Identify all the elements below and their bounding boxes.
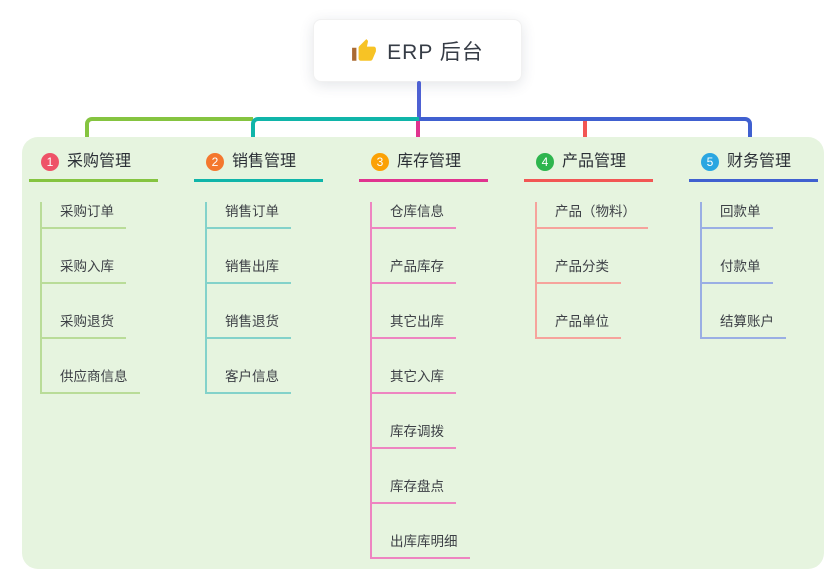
tree-node[interactable]: 出库库明细 [372, 532, 470, 559]
branch-heading-procurement[interactable]: 1 采购管理 [29, 150, 158, 182]
thumbs-up-icon [352, 38, 377, 61]
tree-node[interactable]: 供应商信息 [42, 367, 140, 394]
root-connector-line [417, 81, 421, 118]
connector-branch-2 [251, 117, 421, 144]
tree-node[interactable]: 采购退货 [42, 312, 126, 339]
branch-number-badge: 5 [701, 153, 719, 171]
branch-number-badge: 1 [41, 153, 59, 171]
branch-label: 采购管理 [67, 153, 132, 170]
tree-node[interactable]: 仓库信息 [372, 202, 456, 229]
tree-node[interactable]: 采购入库 [42, 257, 126, 284]
tree-node[interactable]: 库存盘点 [372, 477, 456, 504]
tree-node[interactable]: 销售订单 [207, 202, 291, 229]
branch-item-list: 回款单 付款单 结算账户 [700, 202, 839, 339]
branch-item-list: 仓库信息 产品库存 其它出库 其它入库 库存调拨 库存盘点 出库库明细 [370, 202, 519, 559]
tree-node[interactable]: 付款单 [702, 257, 773, 284]
branch-procurement: 1 采购管理 采购订单 采购入库 采购退货 供应商信息 [29, 150, 189, 394]
branch-heading-finance[interactable]: 5 财务管理 [689, 150, 818, 182]
tree-node[interactable]: 产品库存 [372, 257, 456, 284]
branch-inventory: 3 库存管理 仓库信息 产品库存 其它出库 其它入库 库存调拨 库存盘点 出库库… [359, 150, 519, 559]
tree-node[interactable]: 产品分类 [537, 257, 621, 284]
branch-label: 产品管理 [562, 153, 627, 170]
branch-number-badge: 3 [371, 153, 389, 171]
branch-item-list: 产品（物料） 产品分类 产品单位 [535, 202, 684, 339]
canvas-panel [22, 137, 824, 569]
branch-label: 销售管理 [232, 153, 297, 170]
tree-node[interactable]: 客户信息 [207, 367, 291, 394]
branch-number-badge: 4 [536, 153, 554, 171]
root-node-erp-backend[interactable]: ERP 后台 [313, 19, 522, 82]
connector-branch-4 [583, 121, 587, 144]
tree-node[interactable]: 采购订单 [42, 202, 126, 229]
root-title: ERP 后台 [387, 40, 484, 64]
branch-heading-inventory[interactable]: 3 库存管理 [359, 150, 488, 182]
tree-node[interactable]: 其它出库 [372, 312, 456, 339]
tree-node[interactable]: 其它入库 [372, 367, 456, 394]
tree-node[interactable]: 结算账户 [702, 312, 786, 339]
tree-node[interactable]: 回款单 [702, 202, 773, 229]
branch-item-list: 销售订单 销售出库 销售退货 客户信息 [205, 202, 354, 394]
tree-node[interactable]: 销售退货 [207, 312, 291, 339]
branch-heading-product[interactable]: 4 产品管理 [524, 150, 653, 182]
branch-finance: 5 财务管理 回款单 付款单 结算账户 [689, 150, 839, 339]
connector-branch-1 [85, 117, 253, 144]
branch-label: 财务管理 [727, 153, 792, 170]
tree-node[interactable]: 产品单位 [537, 312, 621, 339]
branch-number-badge: 2 [206, 153, 224, 171]
branch-sales: 2 销售管理 销售订单 销售出库 销售退货 客户信息 [194, 150, 354, 394]
branch-item-list: 采购订单 采购入库 采购退货 供应商信息 [40, 202, 189, 394]
tree-node[interactable]: 产品（物料） [537, 202, 648, 229]
branch-product: 4 产品管理 产品（物料） 产品分类 产品单位 [524, 150, 684, 339]
branch-label: 库存管理 [397, 153, 462, 170]
tree-node[interactable]: 库存调拨 [372, 422, 456, 449]
branch-heading-sales[interactable]: 2 销售管理 [194, 150, 323, 182]
tree-node[interactable]: 销售出库 [207, 257, 291, 284]
connector-branch-5 [419, 117, 752, 144]
connector-branch-3 [416, 121, 420, 144]
